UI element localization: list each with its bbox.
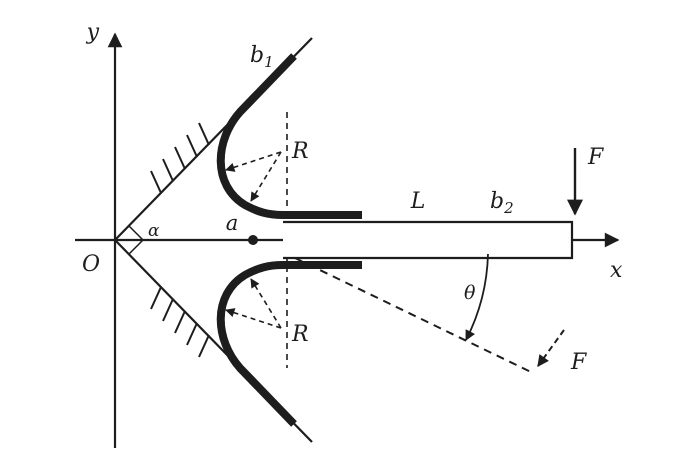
hatch-line <box>174 146 186 170</box>
label-y-axis: y <box>86 20 100 45</box>
label-origin: O <box>82 252 100 277</box>
radius-arrow <box>250 278 282 329</box>
label-beam-b1-sub: 1 <box>264 53 274 71</box>
hatch-line <box>186 322 198 346</box>
deflected-beam-dashed <box>294 257 534 374</box>
radius-annotation-upper <box>225 151 282 202</box>
point-a-dot <box>248 235 258 245</box>
labels: y x O α a b1 L b2 R R F F θ <box>82 20 623 375</box>
hatch-line <box>150 286 162 310</box>
radius-arrow <box>225 308 282 329</box>
hatch-line <box>174 310 186 334</box>
radius-arrow <box>225 151 282 172</box>
label-force-deflected: F <box>570 350 587 375</box>
label-radius-lower: R <box>291 322 309 347</box>
hatch-line <box>162 158 174 182</box>
label-alpha: α <box>148 221 160 241</box>
hatch-line <box>162 298 174 322</box>
curved-beam-upper <box>216 53 362 219</box>
label-beam-b2: b2 <box>490 189 514 217</box>
theta-arc <box>465 253 489 341</box>
right-angle-marker <box>128 225 145 255</box>
hatching-lower <box>150 286 210 358</box>
force-deflected-arrow <box>537 329 565 367</box>
label-force-applied: F <box>587 145 604 170</box>
curved-beam-lower <box>216 261 362 427</box>
label-beam-b2-base: b <box>490 189 504 214</box>
label-radius-upper: R <box>291 139 309 164</box>
radius-annotation-lower <box>225 278 282 329</box>
hatch-line <box>198 334 210 358</box>
label-beam-b1: b1 <box>250 43 274 71</box>
label-x-axis: x <box>610 258 623 283</box>
label-length-L: L <box>410 189 426 214</box>
label-beam-b1-base: b <box>250 43 264 68</box>
hatching-upper <box>150 122 210 194</box>
beam-b2-outline <box>283 220 574 260</box>
radius-arrow <box>250 151 282 202</box>
label-theta: θ <box>464 282 476 304</box>
hatch-line <box>150 170 162 194</box>
label-beam-b2-sub: 2 <box>503 199 514 217</box>
hatch-line <box>198 122 210 146</box>
hatch-line <box>186 134 198 158</box>
label-point-a: a <box>226 211 239 235</box>
